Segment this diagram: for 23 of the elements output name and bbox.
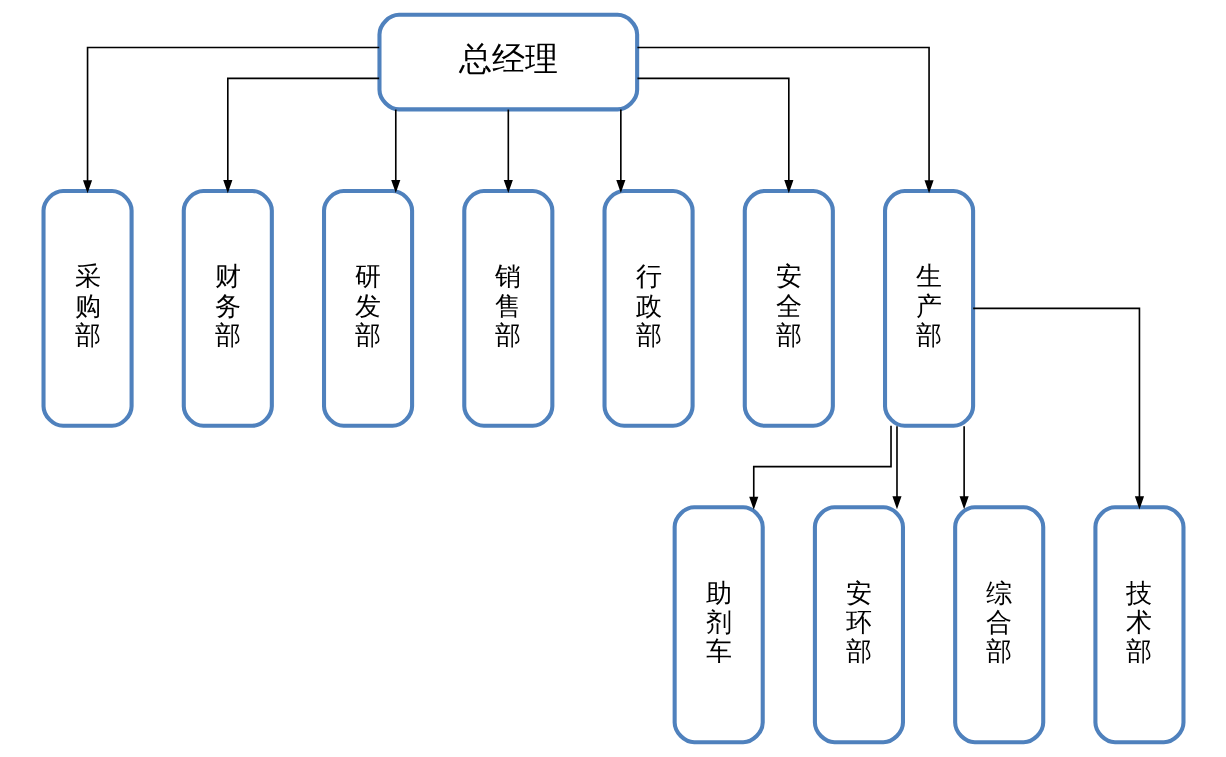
arrow — [615, 108, 625, 193]
arrow — [82, 46, 380, 194]
node-box: 财务部 — [181, 188, 274, 428]
node-box: 行政部 — [602, 188, 695, 428]
arrow — [959, 425, 969, 510]
arrow — [222, 77, 380, 194]
node-box: 综合部 — [952, 505, 1045, 745]
node-box: 总经理 — [376, 12, 639, 112]
arrow — [636, 46, 934, 194]
node-box: 技术部 — [1092, 505, 1185, 745]
node-box: 生产部 — [882, 188, 975, 428]
node-box: 采购部 — [41, 188, 134, 428]
arrow — [390, 108, 400, 193]
arrow — [636, 77, 793, 194]
arrow — [503, 108, 513, 193]
node-box: 助剂车 — [672, 505, 765, 745]
node-box: 研发部 — [321, 188, 414, 428]
node-box: 安环部 — [812, 505, 905, 745]
arrow — [971, 307, 1144, 510]
arrow — [748, 425, 892, 510]
arrow — [891, 425, 902, 510]
node-box: 销售部 — [461, 188, 554, 428]
node-box: 安全部 — [742, 188, 835, 428]
